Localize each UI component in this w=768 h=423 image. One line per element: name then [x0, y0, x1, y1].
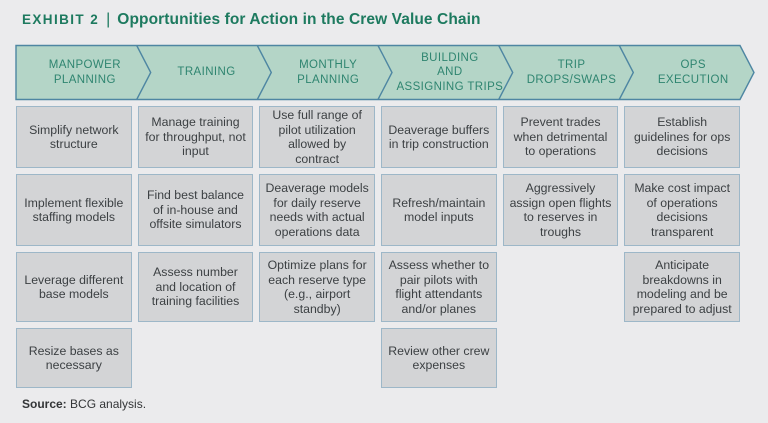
source-text: BCG analysis.: [70, 397, 147, 411]
title-separator: |: [106, 11, 111, 28]
chevron-separator-1: [136, 45, 152, 100]
action-box: Prevent trades when detrimental to opera…: [502, 106, 619, 168]
chevron-separator-4: [498, 45, 514, 100]
action-box: Implement flexible staffing models: [16, 174, 132, 246]
action-box: Use full range of pilot utilization allo…: [259, 106, 375, 168]
stage-label-trip-drops-swaps: TRIP DROPS/SWAPS: [526, 59, 617, 86]
action-box: Review other crew expenses: [380, 328, 497, 388]
action-box: Assess whether to pair pilots with fligh…: [380, 252, 497, 322]
action-box: Find best balance of in-house and offsit…: [137, 174, 254, 246]
action-box: Leverage different base models: [16, 252, 132, 322]
chevron-separator-3: [377, 45, 393, 100]
stage-label-manpower-planning: MANPOWER PLANNING: [48, 59, 121, 86]
action-box: Refresh/maintain model inputs: [380, 174, 497, 246]
exhibit-number-label: EXHIBIT 2: [22, 12, 100, 27]
chevron-band-labels: MANPOWER PLANNING TRAINING MONTHLY PLANN…: [16, 44, 754, 101]
action-box: Assess number and location of training f…: [137, 252, 254, 322]
stage-label-training: TRAINING: [177, 66, 236, 79]
exhibit-title-text: Opportunities for Action in the Crew Val…: [117, 11, 481, 28]
action-box: Establish guidelines for ops decisions: [624, 106, 740, 168]
action-grid: Simplify network structure Implement fle…: [16, 106, 740, 388]
action-box: Make cost impact of operations decisions…: [624, 174, 740, 246]
action-box: Optimize plans for each reserve type (e.…: [259, 252, 375, 322]
chevron-band: [15, 44, 755, 101]
action-box: Deaverage buffers in trip construction: [380, 106, 497, 168]
stage-label-building-assigning-trips: BUILDING AND ASSIGNING TRIPS: [396, 51, 504, 93]
chevron-separator-2: [256, 45, 273, 100]
page-title: EXHIBIT 2 | Opportunities for Action in …: [22, 11, 481, 29]
stage-label-ops-execution: OPS EXECUTION: [657, 59, 729, 86]
action-box: Anticipate breakdowns in modeling and be…: [624, 252, 740, 322]
action-box: Aggressively assign open flights to rese…: [502, 174, 619, 246]
action-box: Simplify network structure: [16, 106, 132, 168]
stage-label-monthly-planning: MONTHLY PLANNING: [297, 59, 360, 86]
action-box: Resize bases as necessary: [16, 328, 132, 388]
action-box: Deaverage models for daily reserve needs…: [259, 174, 375, 246]
chevron-separator-5: [618, 45, 635, 100]
source-label: Source:: [22, 397, 67, 411]
action-box: Manage training for throughput, not inpu…: [137, 106, 254, 168]
source-note: Source: BCG analysis.: [22, 397, 146, 411]
